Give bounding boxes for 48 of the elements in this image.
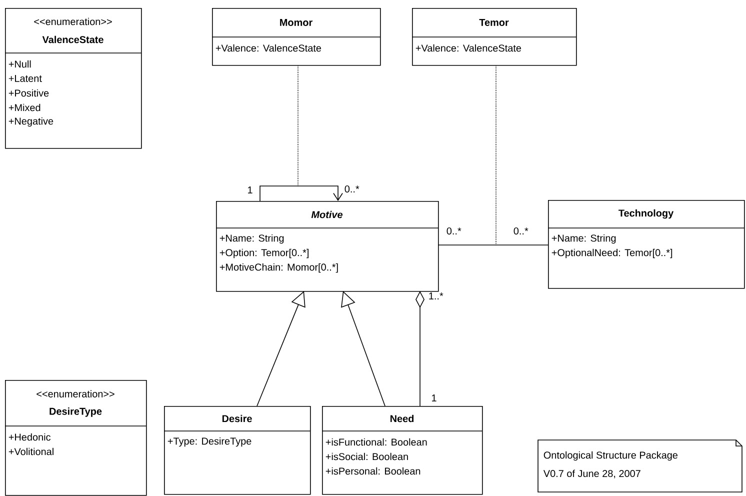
stereotype-label: <<enumeration>> (36, 390, 114, 398)
class-box (4, 8, 142, 149)
arrow (341, 291, 386, 406)
multiplicity-label: 0..* (514, 227, 528, 235)
attribute-text: +Type: DesireType (168, 437, 252, 447)
attribute-text: +Name: String (552, 234, 616, 244)
multiplicity-label: 1 (248, 186, 252, 194)
attribute-text: +OptionalNeed: Temor[0..*] (552, 248, 672, 258)
attribute-text: +Positive (8, 89, 49, 97)
stereotype-label: <<enumeration>> (34, 18, 112, 26)
class-box (4, 380, 147, 496)
arrow (256, 291, 306, 406)
note-box (538, 440, 742, 492)
attribute-text: +Hedonic (8, 433, 50, 441)
class-name: Motive (311, 210, 342, 218)
attribute-text: +Negative (8, 117, 54, 127)
class-name: Momor (280, 19, 312, 26)
attribute-text: +Mixed (8, 104, 40, 112)
attribute-text: +isFunctional: Boolean (326, 438, 427, 446)
attribute-text: +Name: String (220, 234, 284, 244)
class-name: Desire (222, 414, 252, 422)
attribute-text: +isPersonal: Boolean (326, 467, 420, 475)
attribute-text: +Volitional (8, 448, 54, 456)
class-name: Need (390, 414, 414, 422)
class-box (322, 406, 483, 495)
class-box (216, 200, 439, 292)
class-box (164, 406, 311, 495)
multiplicity-label: 0..* (344, 185, 360, 193)
attribute-text: +Valence: ValenceState (216, 44, 322, 52)
class-name: Technology (618, 209, 674, 219)
aggregation-line (416, 291, 424, 406)
attribute-text: +Latent (8, 75, 42, 82)
arrow (260, 186, 343, 202)
attribute-text: +MotiveChain: Momor[0..*] (220, 263, 338, 273)
attribute-text: +Null (8, 60, 31, 68)
attribute-text: +Option: Temor[0..*] (220, 248, 308, 258)
attribute-text: +isSocial: Boolean (326, 452, 408, 460)
class-name: DesireType (50, 408, 102, 417)
class-name: ValenceState (42, 36, 104, 44)
class-box (548, 200, 745, 289)
note-text: V0.7 of June 28, 2007 (543, 470, 640, 478)
multiplicity-label: 1..* (429, 292, 444, 300)
note-text: Ontological Structure Package (544, 451, 678, 461)
class-name: Temor (479, 19, 509, 26)
connector (438, 244, 548, 246)
attribute-text: +Valence: ValenceState (416, 44, 522, 52)
class-box (212, 8, 381, 66)
class-box (412, 8, 577, 66)
